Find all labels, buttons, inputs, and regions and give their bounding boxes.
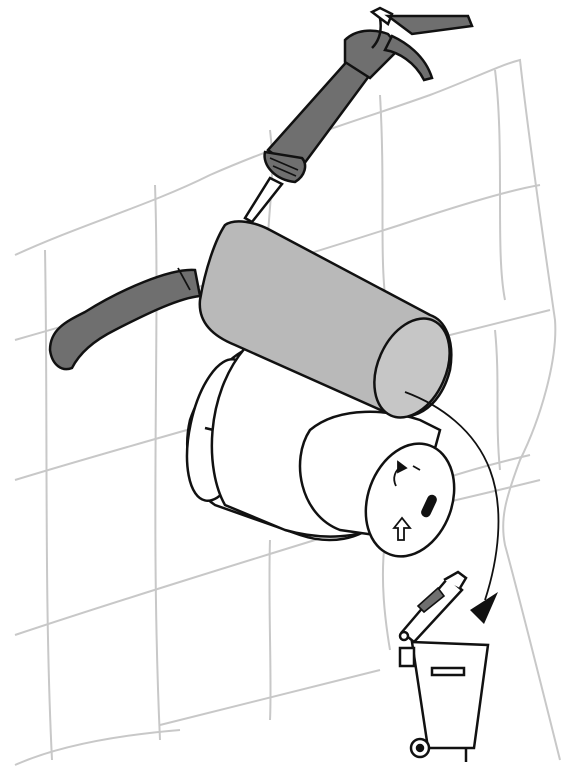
caulk-gun-icon xyxy=(243,6,474,224)
curved-arrow-icon xyxy=(404,391,500,624)
trash-bin-icon xyxy=(398,570,490,762)
applicator-cylinder-icon xyxy=(48,220,453,419)
cap-symbols xyxy=(392,460,437,541)
